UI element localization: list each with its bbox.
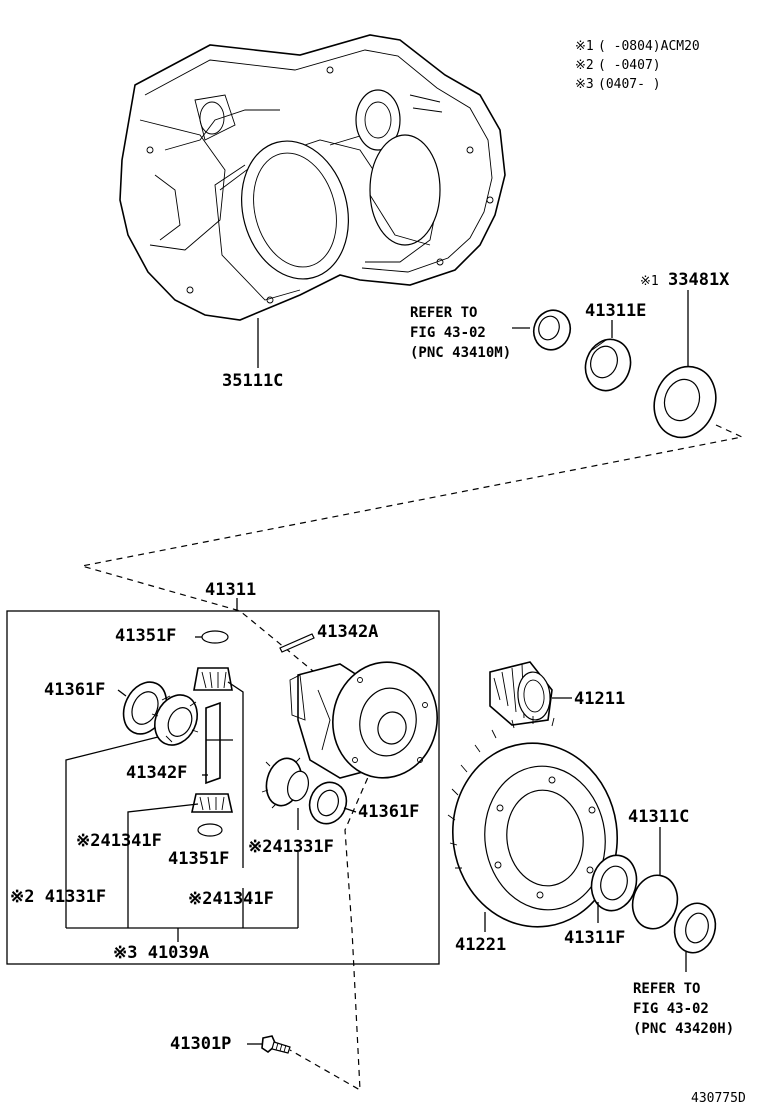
- note-1-text: ( -0804)ACM20: [598, 39, 700, 54]
- kit-bracket-lines: [65, 681, 299, 942]
- label-41341f-bottom: ※241341F: [188, 889, 274, 909]
- bolt-41301p: [261, 1035, 291, 1054]
- label-41351f-bottom: 41351F: [168, 849, 229, 869]
- label-41361f-left: 41361F: [44, 680, 105, 700]
- label-41311e: 41311E: [585, 301, 646, 321]
- oil-seal-43420h: [673, 902, 717, 954]
- note-2-mark: ※2: [575, 58, 594, 73]
- label-35111c: 35111C: [222, 371, 283, 391]
- ref-bottom-line1: REFER TO: [633, 981, 700, 997]
- label-33481x: 33481X: [668, 270, 730, 290]
- legend-notes: ※1 ( -0804)ACM20 ※2 ( -0407) ※3 (0407- ): [575, 39, 700, 92]
- label-41221: 41221: [455, 935, 506, 955]
- oil-seal-43410m: [532, 309, 572, 351]
- ref-top-line1: REFER TO: [410, 305, 477, 321]
- side-gear-left: [151, 694, 199, 746]
- label-41341f-mid: ※241341F: [76, 831, 162, 851]
- dashed-axis-line-lower: [289, 767, 373, 1092]
- differential-case: [289, 661, 438, 779]
- bearing-41311e: [584, 338, 632, 392]
- label-41211: 41211: [574, 689, 625, 709]
- ref-bottom-line2: FIG 43-02: [633, 1001, 709, 1017]
- speedometer-gear-41211: [489, 661, 553, 726]
- pinion-gear-top: [193, 667, 233, 691]
- label-41301p: 41301P: [170, 1034, 231, 1054]
- washer-41361f-right: [308, 781, 348, 825]
- label-41351f-top: 41351F: [115, 626, 176, 646]
- label-41342f: 41342F: [126, 763, 187, 783]
- dashed-axis-line-upper: [81, 424, 744, 672]
- label-41361f-right: 41361F: [358, 802, 419, 822]
- label-41311f: 41311F: [564, 928, 625, 948]
- label-41311c: 41311C: [628, 807, 689, 827]
- transaxle-housing-drawing: [119, 34, 506, 321]
- shim-33481x: [653, 365, 717, 439]
- label-33481x-mark: ※1: [640, 274, 659, 289]
- ref-bottom-line3: (PNC 43420H): [633, 1021, 734, 1037]
- note-3-text: (0407- ): [598, 77, 661, 92]
- washer-41351f-top: [201, 630, 229, 644]
- leader-41361f-right: [343, 807, 357, 813]
- label-41342a: 41342A: [317, 622, 378, 642]
- washer-41351f-bottom: [197, 823, 223, 837]
- shim-41311c: [631, 874, 679, 930]
- bearing-41311f: [590, 854, 638, 912]
- differential-case-box: [6, 610, 440, 965]
- pin-41342a: [279, 633, 315, 653]
- ring-gear-41221: [447, 716, 619, 928]
- reference-note-top: REFER TO FIG 43-02 (PNC 43410M): [410, 305, 511, 361]
- leader-41361f-left: [117, 689, 127, 697]
- label-41331f-right: ※241331F: [248, 837, 334, 857]
- ref-top-line3: (PNC 43410M): [410, 345, 511, 361]
- reference-note-bottom: REFER TO FIG 43-02 (PNC 43420H): [633, 981, 734, 1037]
- side-gear-right: [261, 757, 310, 809]
- pinion-gear-bottom: [191, 793, 233, 813]
- label-41331f-left: ※2 41331F: [10, 887, 106, 907]
- ref-top-line2: FIG 43-02: [410, 325, 486, 341]
- note-3-mark: ※3: [575, 77, 594, 92]
- label-41039a: ※3 41039A: [113, 943, 209, 963]
- label-41311: 41311: [205, 580, 256, 600]
- shaft-41342f: [205, 701, 221, 785]
- note-1-mark: ※1: [575, 39, 594, 54]
- diagram-code: 430775D: [691, 1091, 746, 1106]
- note-2-text: ( -0407): [598, 58, 661, 73]
